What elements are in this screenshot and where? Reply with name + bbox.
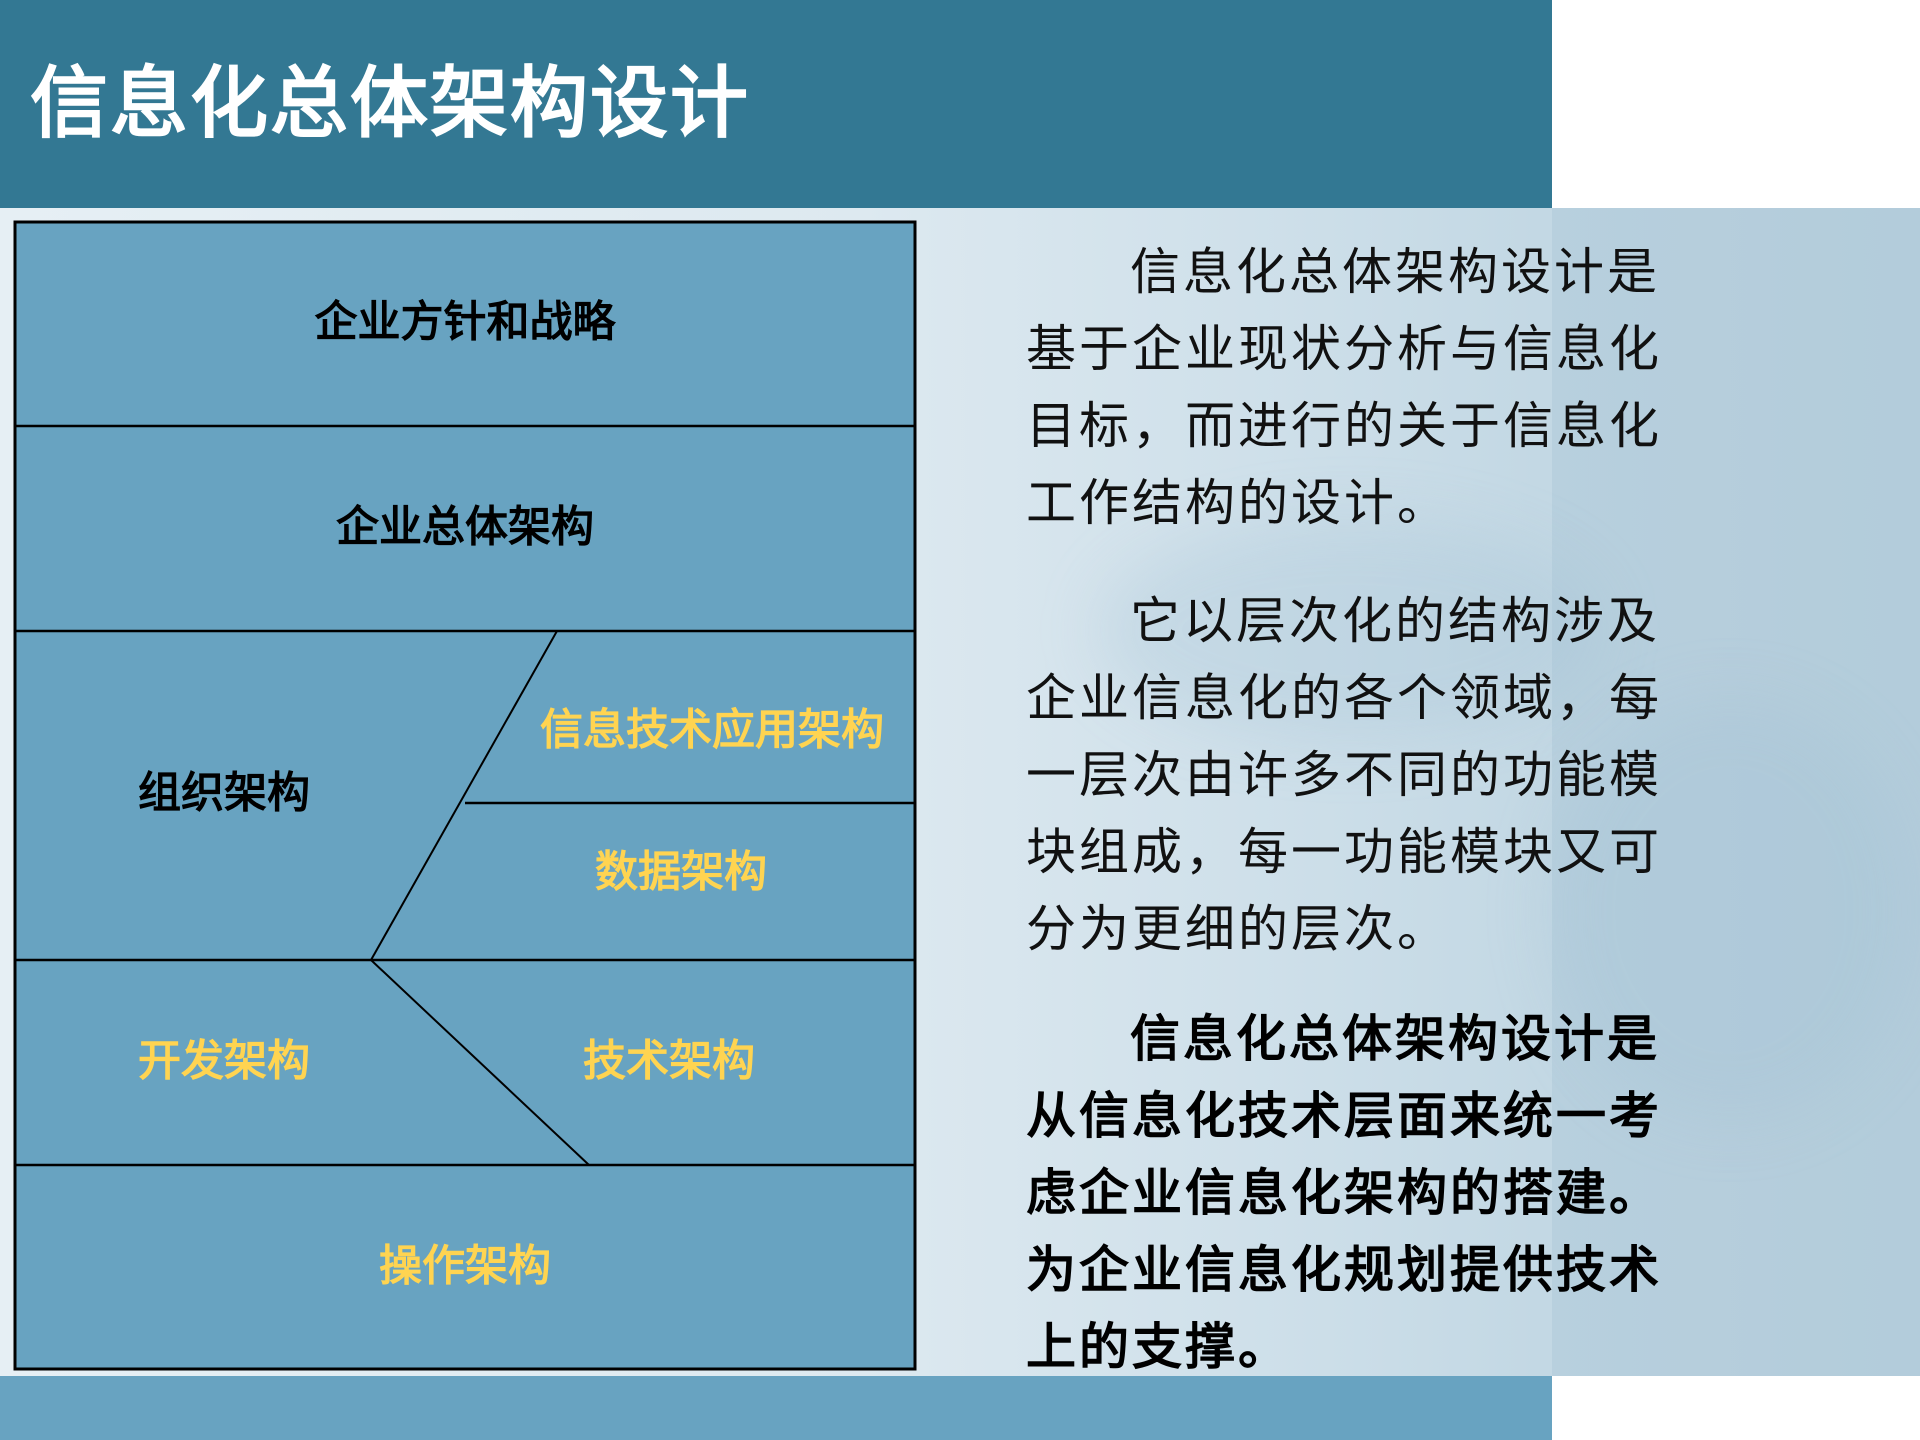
- title-bar: 信息化总体架构设计: [0, 0, 1552, 208]
- slide-title: 信息化总体架构设计: [30, 59, 751, 149]
- paragraph-text: 信息化总体架构设计是从信息化技术层面来统一考虑企业信息化架构的搭建。为企业信息化…: [1026, 1010, 1662, 1376]
- layer-enterprise-architecture: 企业总体架构: [336, 502, 594, 553]
- background-band: [1552, 208, 1920, 1376]
- background-photo-blur: [1100, 520, 1600, 740]
- diagonal-line: [370, 959, 590, 1166]
- background-photo-blur: [1550, 700, 1910, 1120]
- layer-operation-architecture: 操作架构: [379, 1241, 551, 1292]
- paragraph-hierarchy: 它以层次化的结构涉及企业信息化的各个领域，每一层次由许多不同的功能模块组成，每一…: [1026, 583, 1666, 968]
- paragraph-text: 它以层次化的结构涉及企业信息化的各个领域，每一层次由许多不同的功能模块组成，每一…: [1026, 592, 1662, 958]
- paragraph-definition: 信息化总体架构设计是基于企业现状分析与信息化目标，而进行的关于信息化工作结构的设…: [1026, 234, 1666, 542]
- paragraph-summary: 信息化总体架构设计是从信息化技术层面来统一考虑企业信息化架构的搭建。为企业信息化…: [1026, 1001, 1666, 1386]
- paragraph-text: 信息化总体架构设计是基于企业现状分析与信息化目标，而进行的关于信息化工作结构的设…: [1026, 243, 1662, 532]
- diagonal-line: [370, 630, 558, 961]
- layer-strategy: 企业方针和战略: [314, 297, 616, 348]
- layer-development-architecture: 开发架构: [138, 1036, 310, 1087]
- layer-technology-architecture: 技术架构: [583, 1036, 755, 1087]
- layer-data-architecture: 数据架构: [595, 847, 767, 898]
- footer-bar: [0, 1376, 1552, 1440]
- layer-it-application-architecture: 信息技术应用架构: [540, 705, 884, 756]
- layer-organization-architecture: 组织架构: [138, 768, 310, 819]
